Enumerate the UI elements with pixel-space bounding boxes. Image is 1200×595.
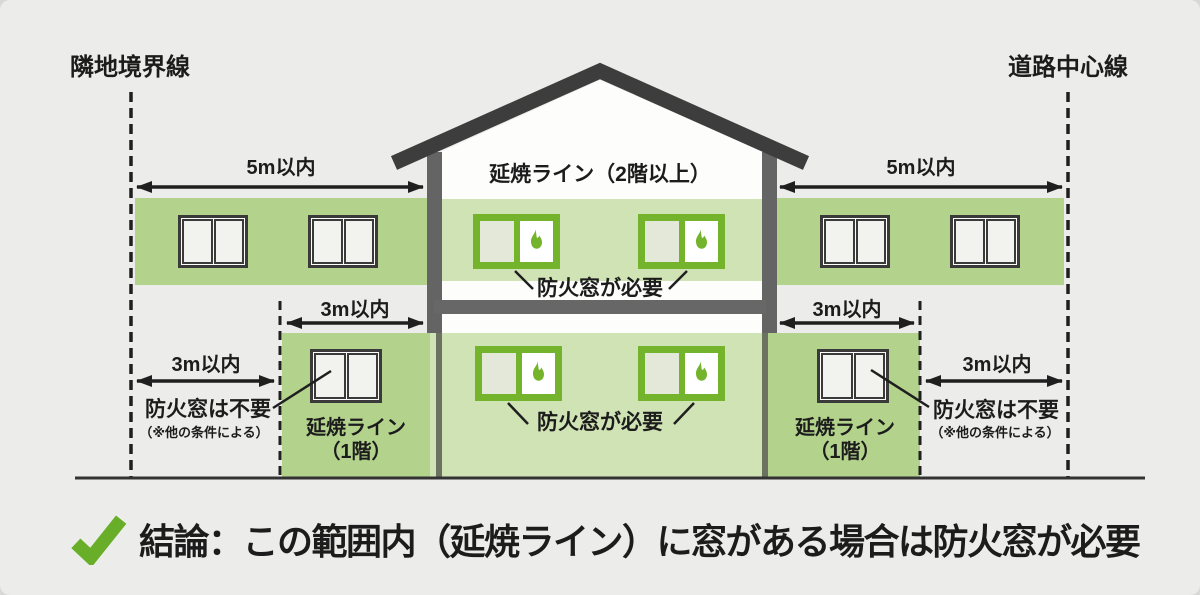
house-wall-right xyxy=(762,152,777,333)
flame-icon xyxy=(533,359,545,381)
boundary-right-label: 道路中心線 xyxy=(1008,54,1128,81)
conclusion-row: 結論：この範囲内（延焼ライン）に窓がある場合は防火窓が必要 xyxy=(70,509,1141,569)
window-pane xyxy=(519,221,553,262)
ensho-line-1f-name: 延焼ライン xyxy=(795,417,895,439)
window-pane xyxy=(853,353,885,399)
conclusion-text: 結論：この範囲内（延焼ライン）に窓がある場合は防火窓が必要 xyxy=(139,521,1141,562)
fire-window-1f-left xyxy=(475,346,562,401)
window-pane xyxy=(482,353,516,394)
dim-5m-right-label: 5m以内 xyxy=(886,157,956,179)
window-2f-right xyxy=(820,215,890,268)
window-pane xyxy=(480,221,514,262)
house-wall-left xyxy=(427,152,442,333)
dim-3m-inner-left-label: 3m以内 xyxy=(320,299,390,321)
window-1f-right xyxy=(817,349,889,403)
roof xyxy=(390,62,810,170)
dim-3m-inner-right-label: 3m以内 xyxy=(812,299,882,321)
check-icon xyxy=(71,515,127,565)
fire-window-required-1f-label: 防火窓が必要 xyxy=(537,411,663,434)
boundary-left-label: 隣地境界線 xyxy=(70,54,190,81)
flame-icon xyxy=(696,359,708,381)
window-pane xyxy=(824,219,855,264)
window-2f-left xyxy=(308,215,378,268)
fire-window-not-required-right-label: 防火窓は不要 xyxy=(933,399,1059,422)
ensho-line-1f-right-label: 延焼ライン （1階） xyxy=(795,417,895,464)
fire-window-required-2f-label: 防火窓が必要 xyxy=(537,277,663,300)
window-2f-far-right xyxy=(950,215,1020,268)
house-wall-left-1f xyxy=(436,333,442,478)
ensho-line-2f-label: 延焼ライン（2階以上） xyxy=(489,163,711,186)
ensho-line-1f-left-label: 延焼ライン （1階） xyxy=(306,417,406,464)
flame-icon xyxy=(696,227,708,249)
fire-window-1f-right xyxy=(638,346,725,401)
window-pane xyxy=(521,353,555,394)
fire-window-2f-right xyxy=(638,214,725,269)
ensho-line-1f-floor: （1階） xyxy=(809,440,881,463)
house-wall-right-1f xyxy=(762,333,768,478)
window-pane xyxy=(645,221,679,262)
window-pane xyxy=(182,219,213,264)
floor-divider xyxy=(434,300,766,314)
window-pane xyxy=(684,221,718,262)
window-2f-far-left xyxy=(178,215,248,268)
window-1f-left xyxy=(310,349,382,403)
window-pane xyxy=(821,353,853,399)
window-pane xyxy=(855,219,886,264)
note-other-conditions-right: （※他の条件による） xyxy=(930,425,1060,440)
window-pane xyxy=(346,353,378,399)
window-pane xyxy=(312,219,343,264)
dim-5m-left-label: 5m以内 xyxy=(246,157,316,179)
window-pane xyxy=(645,353,679,394)
dim-3m-outer-right-label: 3m以内 xyxy=(962,354,1032,376)
flame-icon xyxy=(531,227,543,249)
ensho-line-1f-floor: （1階） xyxy=(320,440,392,463)
window-pane xyxy=(213,219,244,264)
fire-window-2f-left xyxy=(473,214,560,269)
window-pane xyxy=(985,219,1016,264)
ensho-line-1f-name: 延焼ライン xyxy=(306,417,406,439)
note-other-conditions-left: （※他の条件による） xyxy=(139,425,269,440)
window-pane xyxy=(314,353,346,399)
window-pane xyxy=(684,353,718,394)
window-pane xyxy=(343,219,374,264)
window-pane xyxy=(954,219,985,264)
fire-window-not-required-left-label: 防火窓は不要 xyxy=(145,398,271,421)
dim-3m-outer-left-label: 3m以内 xyxy=(171,354,241,376)
